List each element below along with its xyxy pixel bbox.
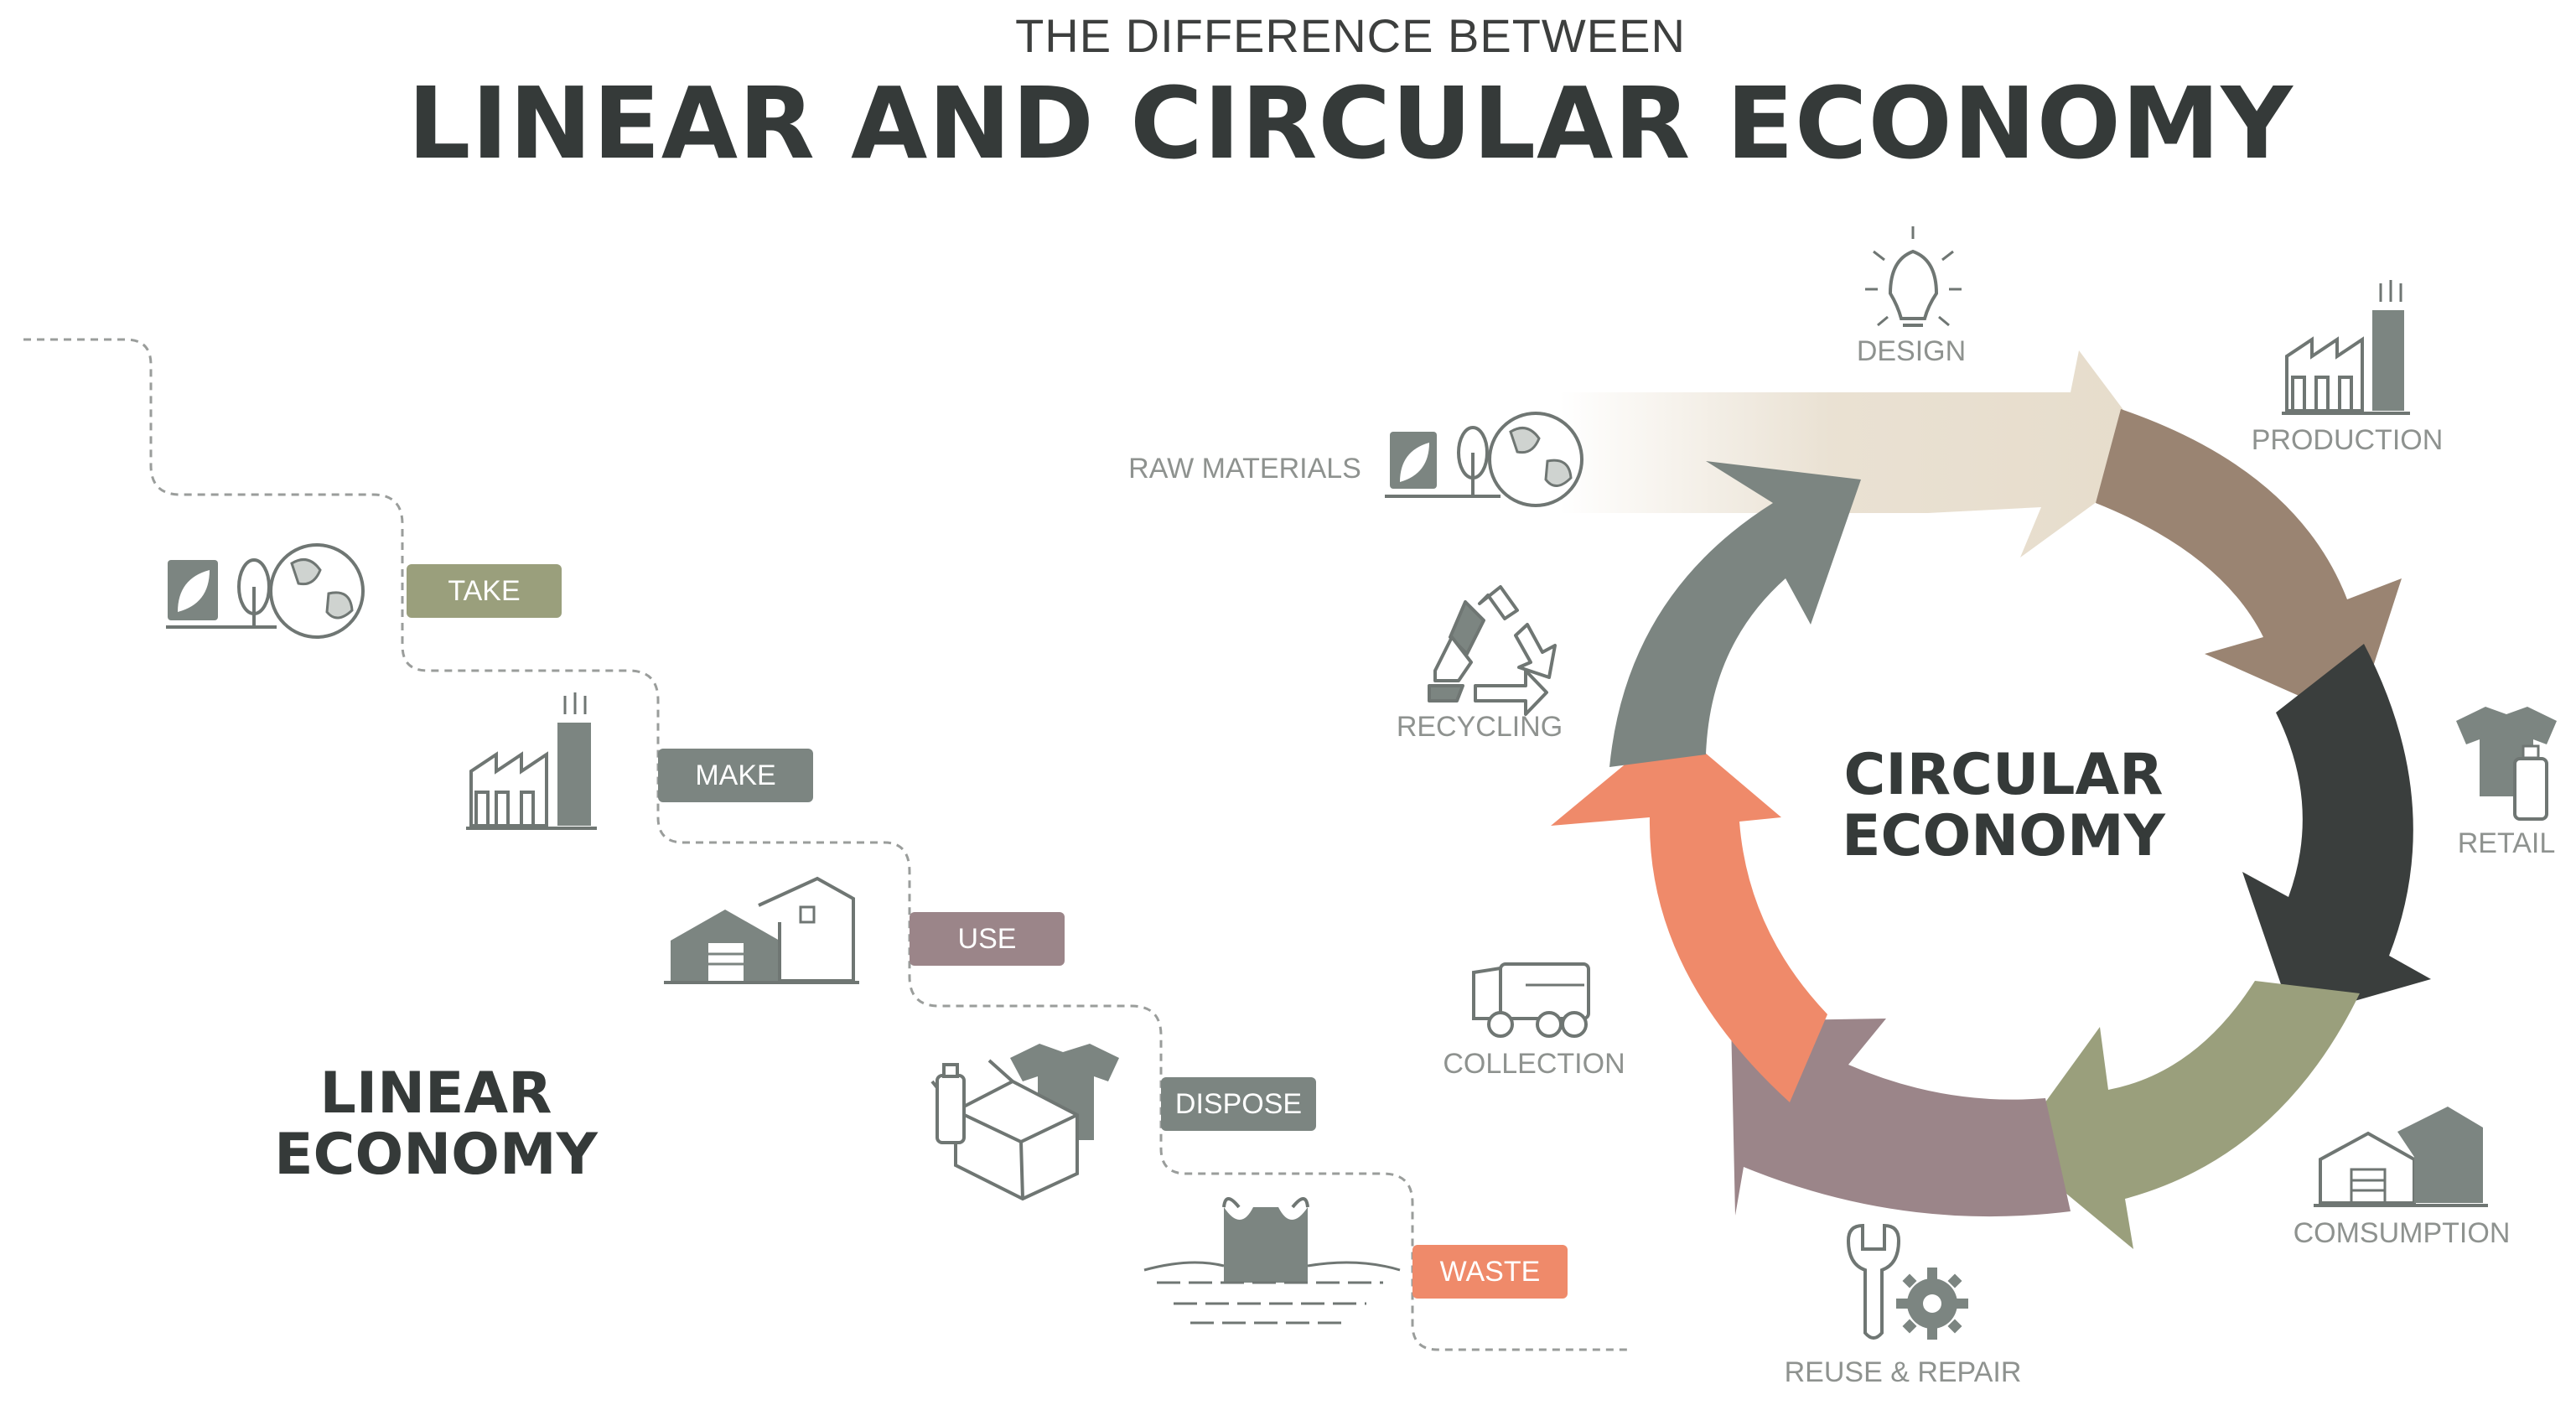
- lightbulb-icon: [1865, 226, 1962, 327]
- cycle-arrow-retail: [2242, 644, 2431, 1019]
- stage-label-raw-materials: RAW MATERIALS: [1128, 453, 1361, 485]
- circular-label-line2: ECONOMY: [1842, 803, 2165, 870]
- waste-icon: [1143, 1197, 1401, 1325]
- wrench-gear-icon: [1846, 1223, 1968, 1340]
- linear-step-dispose: DISPOSE: [1161, 1077, 1316, 1131]
- stage-label-production: PRODUCTION: [2251, 424, 2444, 456]
- cycle-arrow-consumption: [2012, 981, 2360, 1249]
- stage-label-retail: RETAIL: [2457, 827, 2556, 859]
- stage-label-reuse-repair: REUSE & REPAIR: [1784, 1356, 2022, 1388]
- linear-step-waste: WASTE: [1412, 1245, 1568, 1299]
- tshirt-icon: [2456, 707, 2557, 821]
- stage-label-collection: COLLECTION: [1443, 1048, 1625, 1080]
- linear-economy-label: LINEAR ECONOMY: [243, 1063, 629, 1186]
- linear-step-make: MAKE: [658, 749, 813, 802]
- disposal-icon: [930, 1044, 1119, 1201]
- house-icon: [2314, 1107, 2488, 1207]
- circular-label-line1: CIRCULAR: [1843, 742, 2164, 808]
- stage-label-design: DESIGN: [1856, 335, 1967, 367]
- factory-icon: [2282, 280, 2410, 415]
- linear-label-line1: LINEAR: [319, 1060, 552, 1127]
- page-title: LINEAR AND CIRCULAR ECONOMY: [407, 65, 2294, 181]
- page-subtitle: THE DIFFERENCE BETWEEN: [1015, 9, 1686, 62]
- factory-icon: [466, 692, 597, 830]
- house-icon: [664, 876, 859, 984]
- circular-economy-label: CIRCULAR ECONOMY: [1794, 744, 2213, 868]
- truck-icon: [1472, 962, 1590, 1038]
- linear-flow-path: [23, 338, 1630, 1351]
- stage-label-comsumption: COMSUMPTION: [2293, 1217, 2511, 1249]
- raw-materials-icon: [166, 543, 365, 639]
- linear-step-take: TAKE: [407, 564, 562, 618]
- cycle-arrow-reuse: [1731, 1019, 2071, 1217]
- cycle-arrow-production: [2096, 409, 2402, 721]
- stage-label-recycling: RECYCLING: [1396, 711, 1563, 743]
- cycle-arrow-collection: [1551, 725, 1827, 1102]
- linear-label-line2: ECONOMY: [274, 1122, 598, 1189]
- recycle-icon: [1428, 585, 1557, 716]
- cycle-arrow-recycling: [1609, 461, 1861, 767]
- linear-step-use: USE: [910, 912, 1065, 966]
- raw-materials-flow: [1559, 350, 2159, 557]
- raw-materials-icon: [1385, 412, 1583, 507]
